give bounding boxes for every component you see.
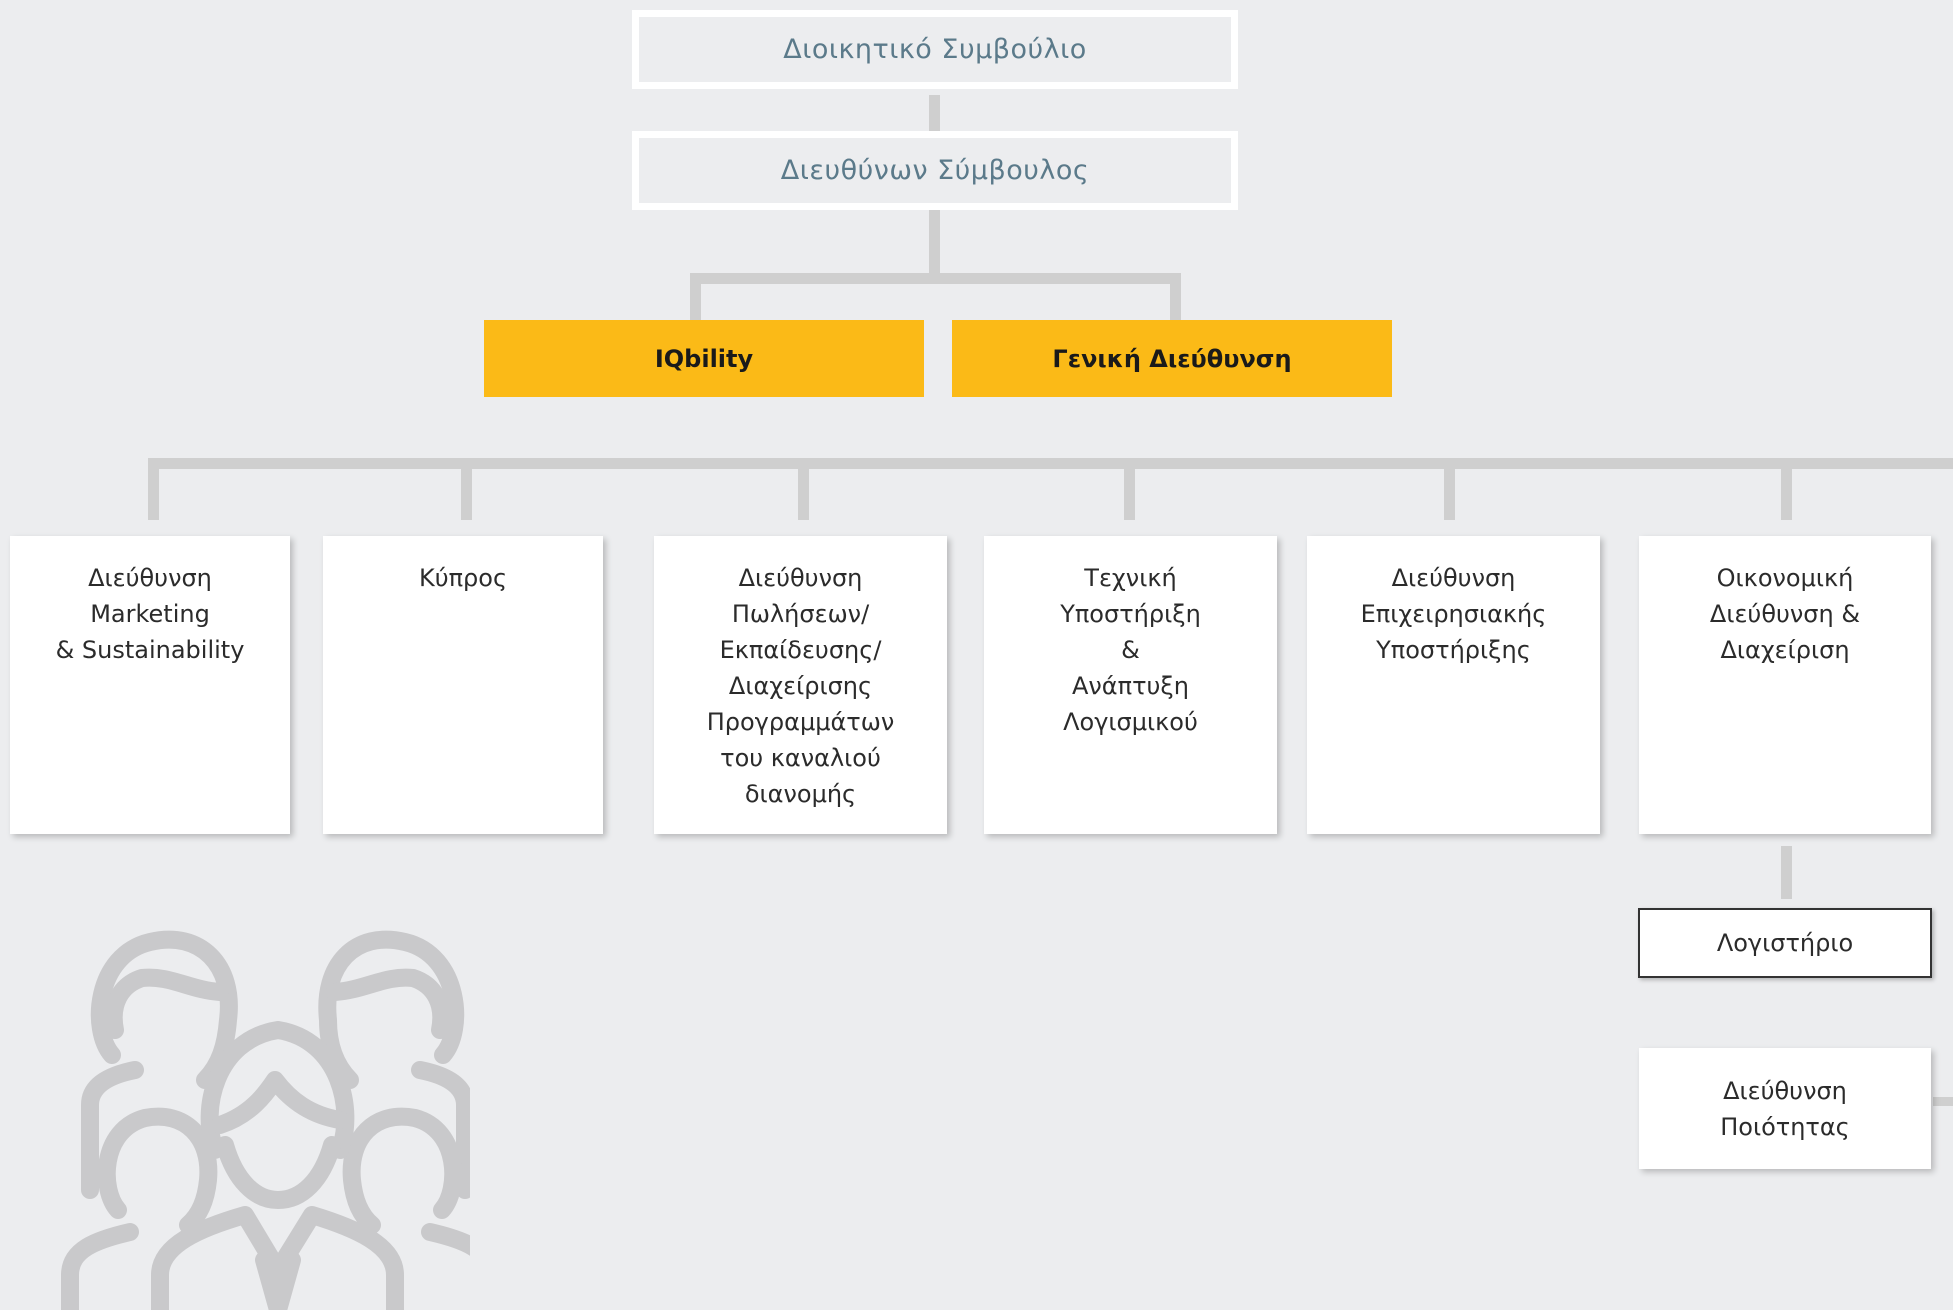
connector-dept-4 (1124, 458, 1135, 520)
people-group-icon (61, 930, 470, 1310)
ceo-label: Διευθύνων Σύμβουλος (780, 155, 1090, 186)
connector-to-general-management (1170, 273, 1181, 320)
dept-finance: Οικονομική Διεύθυνση & Διαχείριση (1639, 536, 1931, 834)
connector-second-level-bar (690, 273, 1181, 284)
dept-cyprus: Κύπρος (323, 536, 603, 834)
general-management-label: Γενική Διεύθυνση (1052, 344, 1292, 373)
ceo-box: Διευθύνων Σύμβουλος (632, 131, 1238, 210)
connector-quality-right (1933, 1097, 1953, 1106)
connector-dept-6 (1781, 458, 1792, 520)
dept-technical-support: Τεχνική Υποστήριξη & Ανάπτυξη Λογισμικού (984, 536, 1277, 834)
dept-operational-support: Διεύθυνση Επιχειρησιακής Υποστήριξης (1307, 536, 1600, 834)
iqbility-box: IQbility (484, 320, 924, 397)
dept-marketing-sustainability: Διεύθυνση Marketing & Sustainability (10, 536, 290, 834)
quality-department-box: Διεύθυνση Ποιότητας (1639, 1048, 1931, 1169)
board-of-directors-label: Διοικητικό Συμβούλιο (783, 34, 1087, 65)
accounting-box: Λογιστήριο (1638, 908, 1932, 978)
board-of-directors-box: Διοικητικό Συμβούλιο (632, 10, 1238, 89)
connector-departments-bar (148, 458, 1953, 469)
connector-dept-5 (1444, 458, 1455, 520)
connector-finance-accounting (1781, 846, 1792, 899)
dept-sales-training: Διεύθυνση Πωλήσεων/ Εκπαίδευσης/ Διαχείρ… (654, 536, 947, 834)
connector-dept-3 (798, 458, 809, 520)
iqbility-label: IQbility (654, 344, 754, 373)
connector-board-ceo (929, 95, 940, 131)
connector-dept-2 (461, 458, 472, 520)
general-management-box: Γενική Διεύθυνση (952, 320, 1392, 397)
connector-dept-1 (148, 458, 159, 520)
connector-ceo-down (929, 210, 940, 275)
connector-to-iqbility (690, 273, 701, 320)
